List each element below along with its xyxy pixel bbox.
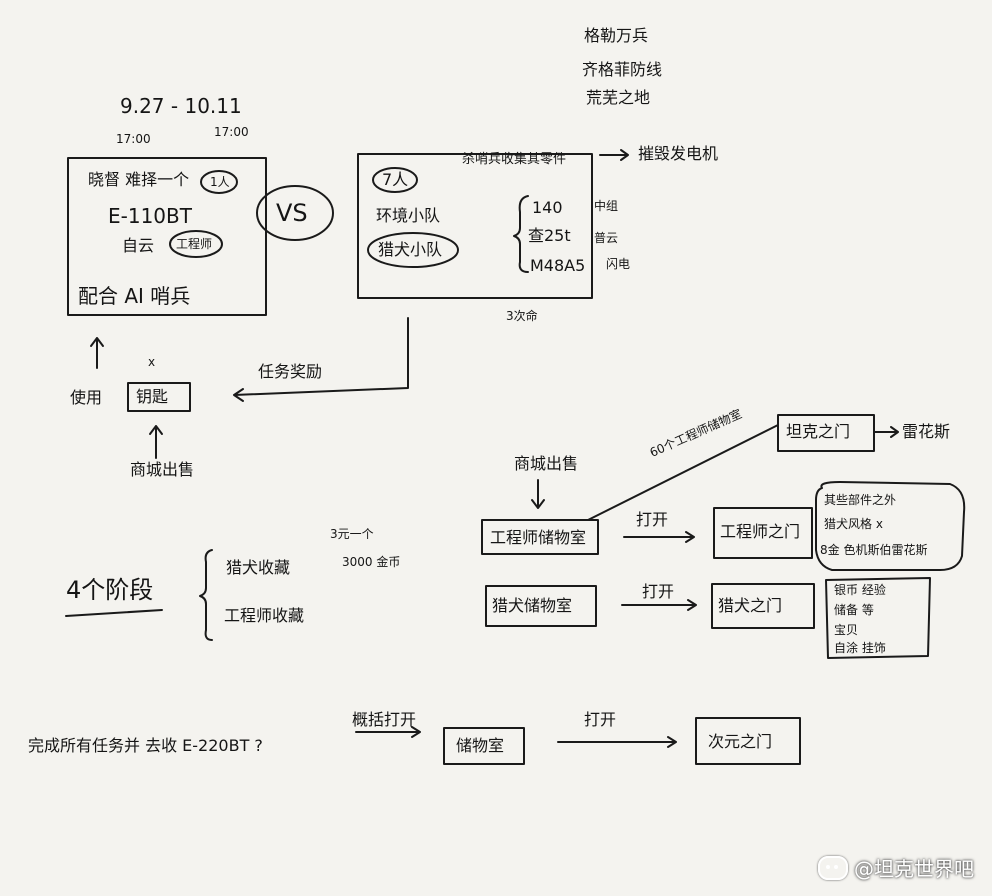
badge-7p: 7人 (382, 170, 409, 189)
engineer-gate: 工程师之门 (720, 522, 801, 541)
end-time: 17:00 (214, 125, 249, 139)
item-2-name: 查25t (528, 226, 571, 245)
date-range: 9.27 - 10.11 (120, 94, 242, 118)
reward-arrow (233, 317, 409, 402)
open-arrow-1 (623, 531, 695, 543)
team1-label: 环境小队 (376, 206, 441, 225)
hound-note-2: 储备 等 (834, 603, 874, 617)
hound-note-3: 宝贝 (834, 623, 859, 637)
hound-note-4: 自涂 挂饰 (834, 641, 886, 655)
final-question: 完成所有任务并 去收 E-220BT ? (28, 736, 263, 755)
top-right-note-1: 格勒万兵 (584, 26, 649, 45)
start-time: 17:00 (116, 132, 151, 146)
hound-gate: 猎犬之门 (718, 596, 783, 615)
open-label-2: 打开 (642, 582, 675, 601)
hound-gate-frame (711, 583, 815, 629)
hound-room-frame (485, 585, 597, 627)
top-arrow-target: 摧毁发电机 (638, 144, 719, 163)
left-box-bottom: 配合 AI 哨兵 (78, 284, 191, 308)
stage-underline (65, 609, 163, 617)
item-1-name: 140 (532, 198, 563, 217)
vs-label: VS (276, 199, 308, 227)
tank-gate: 坦克之门 (786, 422, 851, 441)
watermark-text: @坦克世界吧 (854, 857, 974, 881)
engineer-note-2: 猎犬风格 x (824, 517, 883, 531)
item-3-note: 闪电 (606, 257, 631, 271)
open-arrow-2 (621, 599, 697, 611)
item-3-name: M48A5 (530, 256, 586, 275)
final-arrow-2 (557, 736, 677, 748)
key-mark: x (148, 355, 156, 369)
right-top-note: 杀哨兵收集其零件 (462, 152, 567, 167)
badge-7p-ellipse (372, 167, 418, 193)
stages-label: 4个阶段 (66, 576, 154, 604)
diagonal-line (587, 424, 779, 521)
stage-brace (199, 549, 213, 641)
left-box-line1: 晓督 难择一个 (88, 170, 190, 189)
stages-note-price: 3000 金币 (342, 555, 401, 569)
top-right-note-3: 荒芜之地 (586, 88, 651, 107)
badge-1p-ellipse (200, 170, 238, 194)
vs-ellipse (256, 185, 334, 241)
key-frame (127, 382, 191, 412)
storage-frame (443, 727, 525, 765)
up-arrow-left-box (90, 337, 104, 369)
engineer-ellipse (169, 230, 223, 258)
stages-note-small: 3元一个 (330, 527, 374, 541)
team2-ellipse (367, 232, 459, 268)
item-1-note: 中组 (594, 199, 619, 213)
lives-label: 3次命 (506, 309, 538, 323)
hound-notes-frame (825, 577, 931, 659)
tank-gate-arrow (873, 426, 899, 438)
final-label: 概括打开 (352, 710, 417, 729)
stage-1: 猎犬收藏 (226, 558, 291, 577)
watermark: @坦克世界吧 (818, 853, 974, 882)
shop-sale-left: 商城出售 (130, 460, 195, 479)
engineer-room-frame (481, 519, 599, 555)
top-right-note-2: 齐格菲防线 (582, 60, 663, 79)
dimension-gate: 次元之门 (708, 732, 773, 751)
final-arrow-1 (355, 726, 421, 738)
dimension-gate-frame (695, 717, 801, 765)
final-storage: 储物室 (456, 736, 505, 755)
shop-down-arrow (531, 479, 545, 509)
right-box-frame (357, 153, 593, 299)
engineer-notes-blob (815, 481, 966, 571)
up-arrow-shop (149, 425, 163, 459)
top-arrow (599, 149, 629, 161)
final-open: 打开 (584, 710, 617, 729)
engineer-note-3: 8金 色机斯伯雷花斯 (820, 543, 928, 557)
engineer-label: 工程师 (176, 237, 213, 251)
use-label: 使用 (70, 388, 103, 407)
badge-1p: 1人 (210, 175, 230, 189)
tank-e110bt: E-110BT (108, 204, 192, 228)
item-2-note: 普云 (594, 231, 619, 245)
engineer-room: 工程师储物室 (490, 528, 587, 547)
open-label-1: 打开 (636, 510, 669, 529)
hound-note-1: 银币 经验 (834, 583, 886, 597)
stage-2: 工程师收藏 (224, 606, 305, 625)
left-box-frame (67, 157, 267, 316)
tank-gate-result: 雷花斯 (902, 422, 951, 441)
engineer-gate-frame (713, 507, 813, 559)
reward-label: 任务奖励 (258, 362, 323, 381)
team2-label: 猎犬小队 (378, 240, 443, 259)
flow-shop-sale: 商城出售 (514, 454, 579, 473)
items-brace (513, 195, 529, 273)
key-label: 钥匙 (136, 387, 169, 406)
left-box-line3: 自云 (122, 236, 155, 255)
hound-room: 猎犬储物室 (492, 596, 573, 615)
chat-icon (818, 855, 848, 880)
engineer-note-1: 其些部件之外 (824, 493, 897, 507)
